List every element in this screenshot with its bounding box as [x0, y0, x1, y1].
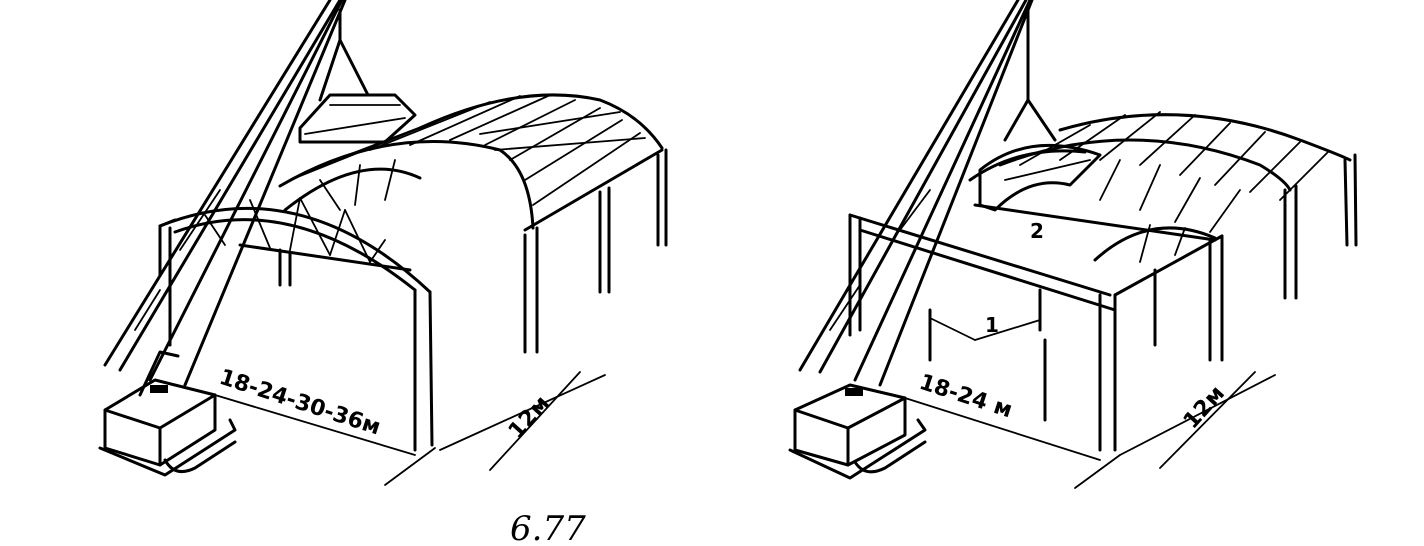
right-back-frame — [848, 153, 1358, 452]
right-dimensions — [904, 317, 1276, 489]
figure-number: 6.77 — [510, 509, 586, 546]
right-beams — [848, 203, 1224, 312]
right-crane-body — [788, 383, 927, 480]
left-crane-body — [98, 350, 237, 477]
left-hoisted-panel — [298, 8, 417, 144]
left-arch-truss — [158, 159, 432, 294]
right-illustration: 18-24 м 12м 1 2 — [788, 0, 1358, 489]
left-crane-boom — [103, 0, 347, 387]
right-width-label: 12м — [1179, 381, 1230, 434]
left-roof-shell — [278, 93, 664, 230]
left-illustration: 18-24-30-36м 12м — [98, 0, 668, 486]
right-span-label: 18-24 м — [916, 370, 1015, 423]
right-callout-2: 2 — [1030, 219, 1044, 243]
left-width-label: 12м — [504, 391, 555, 444]
right-crane-boom — [798, 0, 1034, 387]
left-dimensions — [214, 371, 606, 486]
right-roof-shells — [968, 111, 1352, 263]
right-callout-1: 1 — [985, 313, 999, 337]
right-hoisted-panel — [978, 8, 1102, 212]
left-back-frame — [523, 148, 668, 354]
